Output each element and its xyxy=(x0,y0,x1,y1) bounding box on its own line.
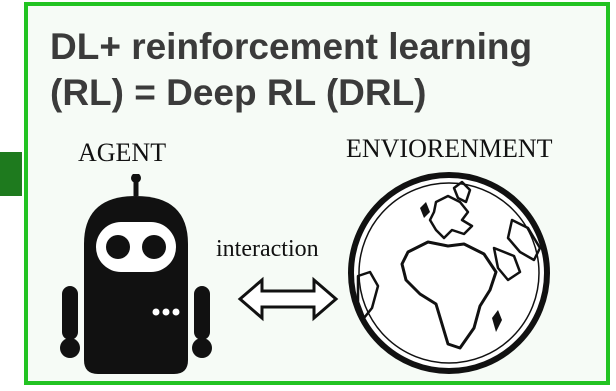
globe-icon xyxy=(348,172,550,374)
double-arrow-icon xyxy=(237,276,339,322)
robot-icon xyxy=(60,174,212,374)
interaction-label: interaction xyxy=(216,236,319,262)
agent-label: AGENT xyxy=(78,138,167,167)
environment-label: ENVIORENMENT xyxy=(346,134,553,163)
diagram-frame: DL+ reinforcement learning (RL) = Deep R… xyxy=(24,2,610,385)
slide-title: DL+ reinforcement learning (RL) = Deep R… xyxy=(50,26,533,113)
side-tab-accent xyxy=(0,152,22,196)
